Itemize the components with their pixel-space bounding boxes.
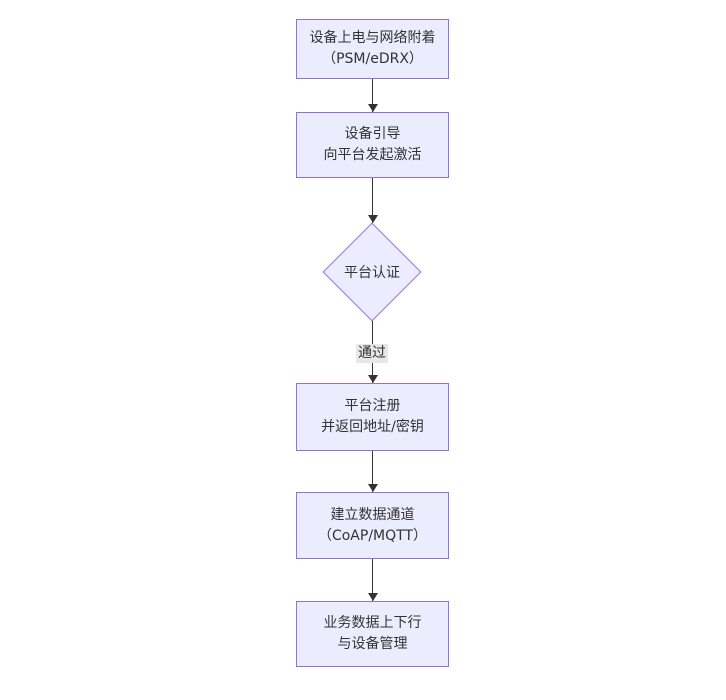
- node-data-channel-line2: （CoAP/MQTT）: [317, 527, 428, 544]
- arrow-register-to-channel: [368, 451, 378, 492]
- arrow-bootstrap-to-auth: [368, 178, 378, 223]
- node-platform-auth-label: 平台认证: [344, 265, 400, 281]
- node-data-channel-line1: 建立数据通道: [330, 506, 415, 523]
- node-bootstrap: 设备引导 向平台发起激活: [296, 112, 449, 178]
- node-platform-auth: 平台认证: [321, 222, 423, 322]
- node-business-data-line1: 业务数据上下行: [323, 615, 422, 631]
- node-register: 平台注册 并返回地址/密钥: [296, 383, 449, 451]
- arrow-channel-to-business: [368, 559, 378, 601]
- node-business-data-line2: 与设备管理: [337, 636, 408, 652]
- node-bootstrap-line1: 设备引导: [344, 126, 401, 142]
- node-register-line1: 平台注册: [344, 398, 401, 414]
- node-bootstrap-line2: 向平台发起激活: [323, 147, 422, 163]
- node-power-attach-line2: （PSM/eDRX）: [322, 51, 423, 67]
- node-register-line2: 并返回地址/密钥: [321, 419, 424, 435]
- node-power-attach: 设备上电与网络附着 （PSM/eDRX）: [296, 19, 449, 79]
- edge-label-pass: 通过: [356, 344, 388, 363]
- arrow-power-to-bootstrap: [368, 79, 378, 112]
- node-power-attach-line1: 设备上电与网络附着: [309, 30, 436, 46]
- node-data-channel: 建立数据通道 （CoAP/MQTT）: [296, 492, 449, 559]
- node-business-data: 业务数据上下行 与设备管理: [296, 601, 449, 667]
